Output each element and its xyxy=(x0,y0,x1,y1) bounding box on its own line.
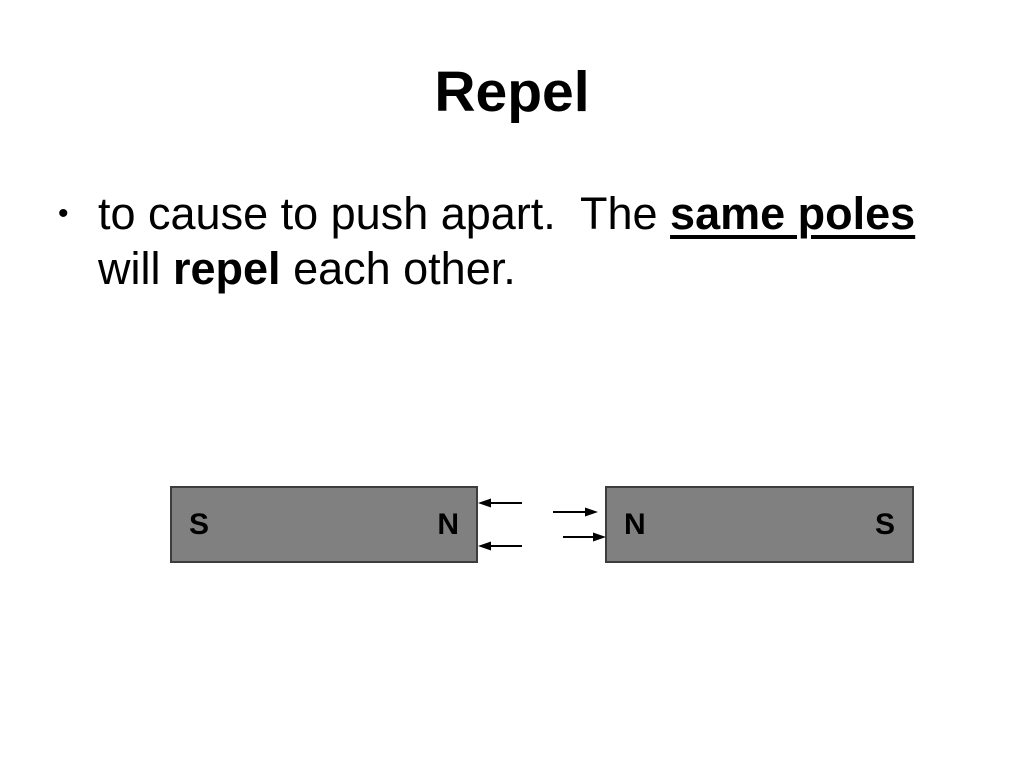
repulsion-arrows xyxy=(478,498,606,551)
right-magnet-south-pole-label: S xyxy=(874,507,895,541)
left-magnet: S N xyxy=(170,486,478,563)
repel-arrow-right-top-icon xyxy=(553,507,598,517)
slide-title: Repel xyxy=(434,60,590,124)
bullet-line-1: to cause to push apart. The same poles xyxy=(98,186,973,241)
right-magnet: N S xyxy=(605,486,914,563)
bullet-text-segment: each other. xyxy=(280,243,516,294)
repel-arrow-left-bottom-icon xyxy=(478,541,522,551)
bullet-text-emphasis-same-poles: same poles xyxy=(670,188,916,239)
left-magnet-north-pole-label: N xyxy=(437,507,459,541)
repel-arrow-right-bottom-icon xyxy=(563,532,606,542)
bullet-text-segment: to cause to push apart. The xyxy=(98,188,671,239)
bullet-marker: • xyxy=(58,197,69,230)
repel-arrow-left-top-icon xyxy=(478,498,522,508)
right-magnet-north-pole-label: N xyxy=(624,507,646,541)
bullet-line-2: will repel each other. xyxy=(98,241,973,296)
bullet-text-segment: will xyxy=(98,243,173,294)
left-magnet-south-pole-label: S xyxy=(189,507,210,541)
bullet-text-emphasis-repel: repel xyxy=(173,243,281,294)
